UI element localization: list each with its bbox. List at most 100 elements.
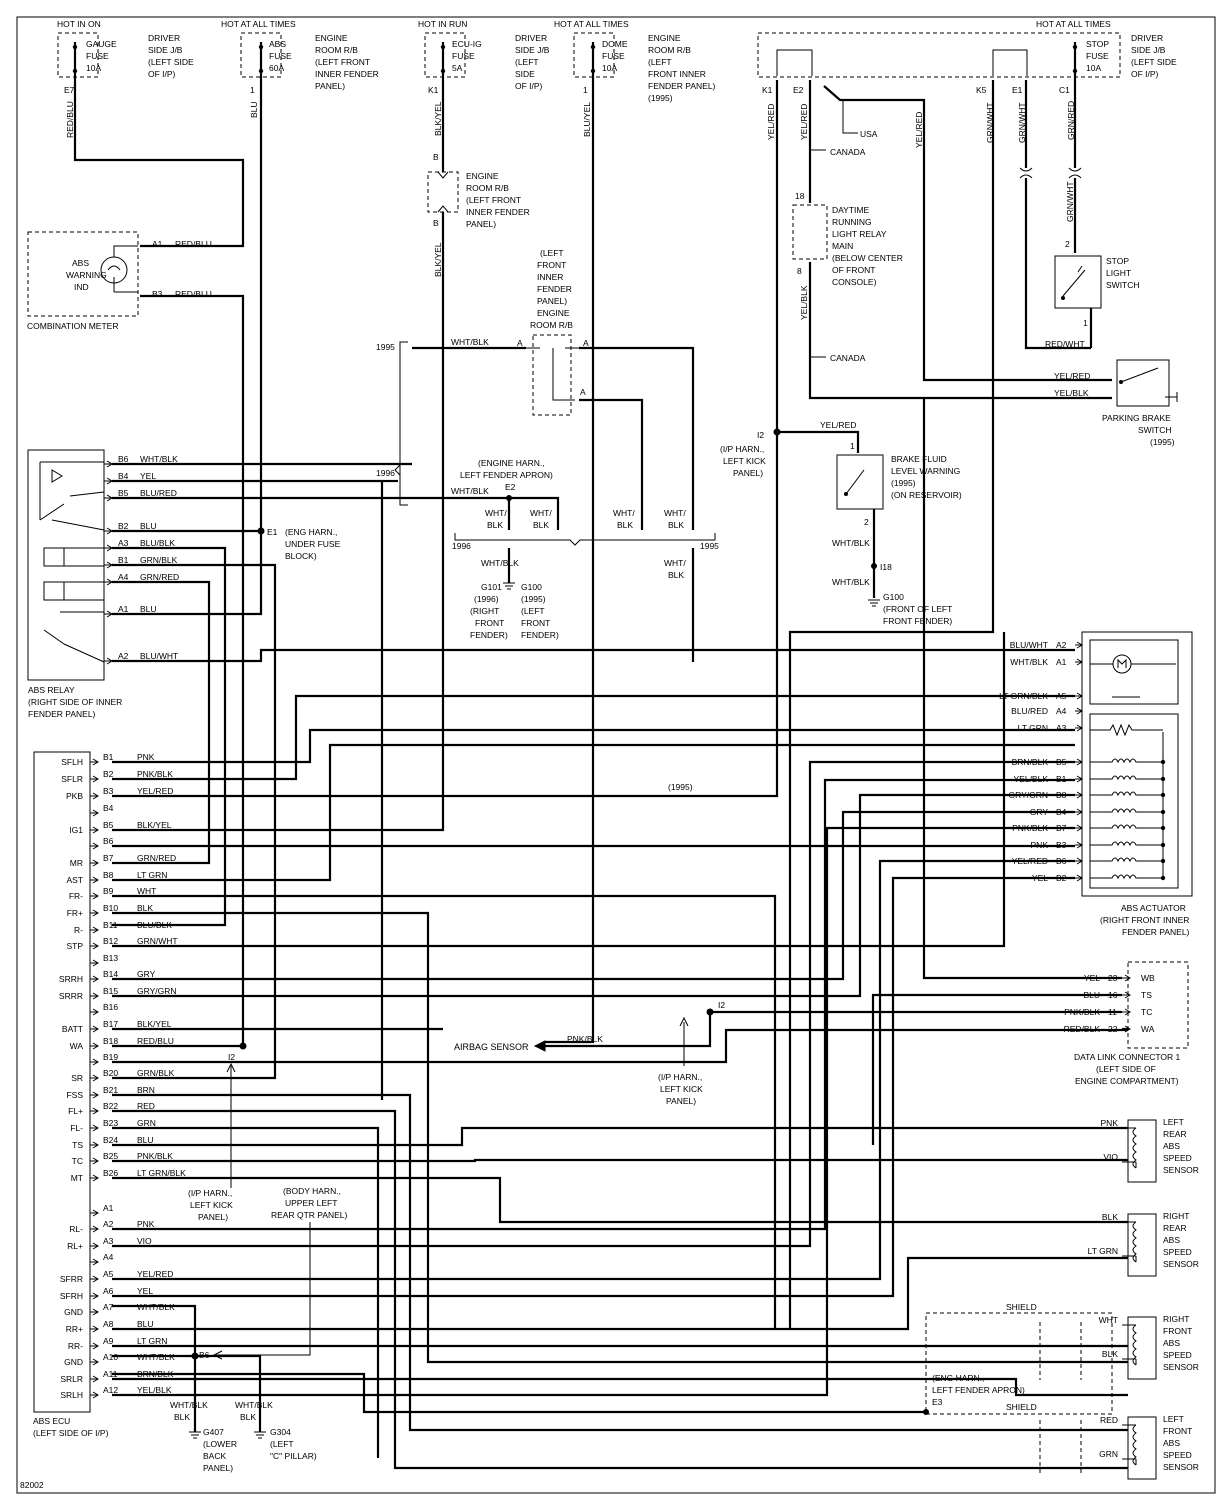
svg-text:WARNING: WARNING xyxy=(66,270,107,280)
svg-text:WHT/: WHT/ xyxy=(664,508,686,518)
engine-room-rb-b: B B ENGINE ROOM R/B (LEFT FRONT INNER FE… xyxy=(427,152,530,277)
parking-brake-switch: YEL/RED YEL/BLK PARKING BRAKE SWITCH (19… xyxy=(1054,359,1178,447)
ecu-route-wire xyxy=(112,760,1075,1248)
svg-text:(LEFT: (LEFT xyxy=(648,57,672,67)
svg-text:STOP: STOP xyxy=(1106,256,1129,266)
svg-text:K1: K1 xyxy=(762,85,773,95)
ecu-pin: B4 xyxy=(103,803,114,813)
ecu-pin-arrow xyxy=(90,909,99,917)
relay-wire-label: WHT/BLK xyxy=(140,454,178,464)
ecu-wire-label: VIO xyxy=(137,1236,152,1246)
svg-text:(LEFT SIDE OF I/P): (LEFT SIDE OF I/P) xyxy=(33,1428,109,1438)
svg-text:IND: IND xyxy=(74,282,89,292)
ecu-terminal-name: RL+ xyxy=(67,1241,83,1251)
svg-text:ROOM R/B: ROOM R/B xyxy=(466,183,509,193)
actuator-wire-label: WHT/BLK xyxy=(1010,657,1048,667)
svg-text:WHT/BLK: WHT/BLK xyxy=(235,1400,273,1410)
sensor-wire-label: RED xyxy=(1100,1415,1118,1425)
svg-text:FRONT: FRONT xyxy=(537,260,566,270)
relay-wire-label: BLU/RED xyxy=(140,488,177,498)
svg-text:YEL/BLK: YEL/BLK xyxy=(799,285,809,320)
svg-text:G100: G100 xyxy=(883,592,904,602)
svg-text:DOME: DOME xyxy=(602,39,628,49)
ecu-pin: B13 xyxy=(103,953,118,963)
ecu-wire-label: LT GRN xyxy=(137,870,167,880)
ecu-terminal-name: IG1 xyxy=(69,825,83,835)
ecu-pin: B17 xyxy=(103,1019,118,1029)
svg-text:RUNNING: RUNNING xyxy=(832,217,872,227)
svg-text:PARKING BRAKE: PARKING BRAKE xyxy=(1102,413,1171,423)
ecu-wire-label: WHT xyxy=(137,886,156,896)
ecu-pin: B11 xyxy=(103,920,118,930)
svg-text:GRN/WHT: GRN/WHT xyxy=(1017,102,1027,143)
ecu-pin: B2 xyxy=(103,769,114,779)
combination-meter: ABS WARNING IND COMBINATION METER A1 B3 … xyxy=(27,231,212,331)
ecu-pin: B3 xyxy=(103,786,114,796)
svg-text:FENDER PANEL): FENDER PANEL) xyxy=(648,81,716,91)
svg-text:ROOM R/B: ROOM R/B xyxy=(530,320,573,330)
relay-pin-arrow xyxy=(104,460,113,468)
dlc-terminal: TC xyxy=(1141,1007,1152,1017)
ecu-pin: A5 xyxy=(103,1269,114,1279)
ecu-route-wire xyxy=(112,793,1075,998)
svg-text:K5: K5 xyxy=(976,85,987,95)
svg-text:ENGINE: ENGINE xyxy=(315,33,348,43)
ecu-terminal-name: BATT xyxy=(62,1024,83,1034)
solenoid-coil xyxy=(1090,857,1163,863)
svg-text:RED/BLU: RED/BLU xyxy=(175,289,212,299)
relay-pin: B6 xyxy=(118,454,129,464)
svg-text:OF I/P): OF I/P) xyxy=(1131,69,1159,79)
svg-text:FENDER PANEL): FENDER PANEL) xyxy=(1122,927,1190,937)
svg-text:YEL/RED: YEL/RED xyxy=(820,420,856,430)
ecu-pin-arrow xyxy=(90,1358,99,1366)
svg-text:2: 2 xyxy=(1065,239,1070,249)
ecu-pin: B9 xyxy=(103,886,114,896)
ecu-pin-arrow xyxy=(90,959,99,967)
relay-pin-arrow xyxy=(104,544,113,552)
svg-text:SWITCH: SWITCH xyxy=(1106,280,1140,290)
ecu-pin: A11 xyxy=(103,1369,118,1379)
ecu-wire-label: GRY xyxy=(137,969,156,979)
ecu-wire-label: PNK/BLK xyxy=(137,1151,173,1161)
svg-text:ABS: ABS xyxy=(269,39,286,49)
ecu-pin-arrow xyxy=(90,1375,99,1383)
sensor-wire-label: LT GRN xyxy=(1088,1246,1118,1256)
ecu-pin: A12 xyxy=(103,1385,118,1395)
svg-text:FENDER): FENDER) xyxy=(521,630,559,640)
svg-text:INNER FENDER: INNER FENDER xyxy=(315,69,379,79)
svg-text:(LEFT: (LEFT xyxy=(270,1439,294,1449)
relay-wire-label: YEL xyxy=(140,471,156,481)
ecu-terminal-name: SRLR xyxy=(60,1374,83,1384)
stop-light-switch: 2 1 STOP LIGHT SWITCH RED/WHT xyxy=(1045,239,1140,349)
abs-actuator: ABS ACTUATOR (RIGHT FRONT INNER FENDER P… xyxy=(1081,631,1193,937)
svg-text:BLK: BLK xyxy=(668,520,684,530)
svg-text:E7: E7 xyxy=(64,85,75,95)
coil-junction xyxy=(1160,825,1166,831)
actuator-pin-arrow xyxy=(1075,658,1083,666)
solenoid-coil xyxy=(1090,775,1163,781)
svg-text:LEFT KICK: LEFT KICK xyxy=(660,1084,703,1094)
actuator-pin-arrow xyxy=(1075,775,1083,783)
ecu-wire-label: BLK/YEL xyxy=(137,1019,172,1029)
ecu-terminal-name: SRRR xyxy=(59,991,83,1001)
svg-text:10A: 10A xyxy=(86,63,101,73)
svg-text:FENDER): FENDER) xyxy=(470,630,508,640)
svg-text:FRONT INNER: FRONT INNER xyxy=(648,69,706,79)
coil-junction xyxy=(1160,792,1166,798)
svg-text:OF FRONT: OF FRONT xyxy=(832,265,875,275)
actuator-pin-arrow xyxy=(1075,724,1083,732)
relay-pin: A1 xyxy=(118,604,129,614)
svg-text:"C" PILLAR): "C" PILLAR) xyxy=(270,1451,317,1461)
actuator-pin: A2 xyxy=(1056,640,1067,650)
ecu-pin: B8 xyxy=(103,870,114,880)
svg-text:PANEL): PANEL) xyxy=(466,219,496,229)
resistor-a3 xyxy=(1090,723,1163,737)
svg-text:HOT IN ON: HOT IN ON xyxy=(57,19,101,29)
sensor-label: ABS xyxy=(1163,1338,1180,1348)
airbag-sensor: AIRBAG SENSOR PNK/BLK I2 (I/P HARN., LEF… xyxy=(454,1000,725,1106)
svg-text:FENDER PANEL): FENDER PANEL) xyxy=(28,709,96,719)
ecu-pin-arrow xyxy=(90,859,99,867)
solenoid-coil xyxy=(1090,824,1163,830)
ecu-pin: B19 xyxy=(103,1052,118,1062)
ecu-wire-label: GRN xyxy=(137,1118,156,1128)
